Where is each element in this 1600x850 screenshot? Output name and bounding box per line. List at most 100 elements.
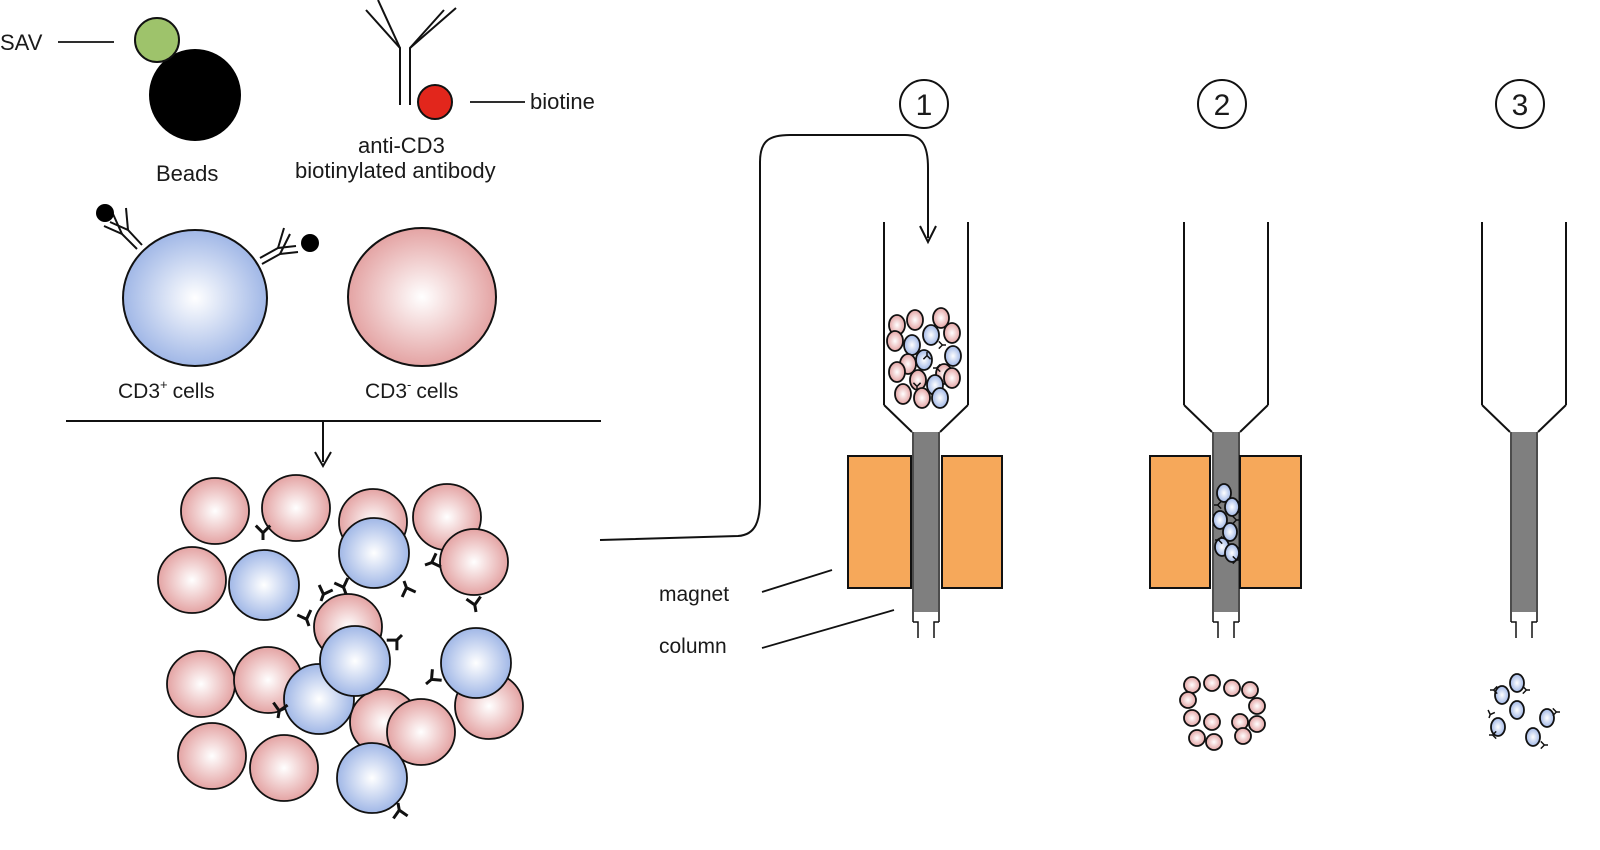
retained-cd3-positive-cells <box>1212 483 1241 565</box>
cd3-negative-cell <box>1179 691 1197 709</box>
funnel-left <box>1183 404 1213 433</box>
funnel-left <box>1481 404 1511 433</box>
cd3-positive-cell <box>336 742 408 814</box>
magnet-block-right <box>941 455 1003 589</box>
antibody-icon <box>938 340 947 350</box>
cd3-negative-cell <box>180 477 250 545</box>
cd3-positive-cell <box>944 345 962 367</box>
cd3-positive-cell <box>922 324 940 346</box>
antibody-icon <box>395 577 418 599</box>
cd3-negative-cell <box>906 309 924 331</box>
cd3-negative-cell <box>1183 676 1201 694</box>
antibody-icon <box>1522 685 1531 695</box>
column-matrix <box>1512 432 1536 612</box>
antibody-icon <box>385 628 409 652</box>
cd3-positive-cell <box>1216 483 1232 503</box>
step-2-label: 2 <box>1214 89 1231 122</box>
mixed-cell-population <box>157 474 524 820</box>
eluted-cd3-negative-cells <box>1179 674 1266 751</box>
cd3-positive-cell <box>1525 727 1541 747</box>
cd3-negative-cell <box>943 322 961 344</box>
antibody-icon <box>419 667 444 692</box>
cd3-positive-label: CD3+cells <box>118 377 215 403</box>
attached-antibody-right <box>259 227 299 265</box>
bead-with-sav: SAV Beads <box>0 17 241 186</box>
collected-cd3-positive-cells <box>1484 673 1561 750</box>
antibody-label-line1: anti-CD3 <box>358 133 445 158</box>
attached-bead-right <box>301 234 319 252</box>
cd3-negative-cell <box>386 698 456 766</box>
cd3-negative-cell <box>1234 727 1252 745</box>
antibody-icon <box>295 608 318 630</box>
cd3-negative-cell <box>943 367 961 389</box>
antibody-icon <box>1552 707 1561 717</box>
magnet-label: magnet <box>659 583 729 606</box>
column-label: column <box>659 635 727 658</box>
cd3-negative-cell <box>157 546 227 614</box>
column-pointer-line <box>761 609 895 649</box>
cd3-positive-cell <box>1509 673 1525 693</box>
biotin-sphere <box>417 84 453 120</box>
cd3-negative-cell <box>261 474 331 542</box>
step-number-1: 1 <box>899 79 949 129</box>
step-3-circle <box>1495 79 1545 129</box>
cd3-negative-cell <box>249 734 319 802</box>
sav-sphere <box>134 17 180 63</box>
cd3-positive-cell <box>1509 700 1525 720</box>
magnet-step-2 <box>1149 455 1302 589</box>
cd3-negative-cell <box>166 650 236 718</box>
column-step-1 <box>883 222 969 638</box>
cd3-positive-cell <box>915 349 933 371</box>
cd3-negative-cell <box>1203 713 1221 731</box>
cd3-positive-cell <box>1539 708 1555 728</box>
cd3-negative-cell <box>1188 729 1206 747</box>
cd3-positive-cell <box>1490 717 1506 737</box>
biotinylated-antibody: biotine anti-CD3 biotinylated antibody <box>295 0 595 183</box>
cd3-positive-cell <box>319 625 391 697</box>
magnet-step-1 <box>847 455 1003 589</box>
cd3-positive-cell <box>1224 497 1240 517</box>
cd3-positive-cell <box>338 517 410 589</box>
cd3-negative-label: CD3-cells <box>365 377 458 403</box>
cd3-positive-cell <box>931 387 949 409</box>
step-number-2: 2 <box>1197 79 1247 129</box>
magnet-pointer-line <box>761 569 833 593</box>
antibody-icon <box>1540 740 1549 750</box>
antibody-icon <box>421 551 443 574</box>
funnel-right <box>939 404 969 433</box>
step-2-circle <box>1197 79 1247 129</box>
cd3-negative-cell <box>1203 674 1221 692</box>
antibody-label-line2: biotinylated antibody <box>295 158 496 183</box>
magnet-block-left <box>847 455 912 589</box>
antibody-icon <box>365 0 457 105</box>
column-matrix <box>914 432 938 612</box>
column-step-3 <box>1481 222 1567 638</box>
cd3-negative-cell <box>1205 733 1223 751</box>
biotine-label: biotine <box>530 89 595 114</box>
funnel-right <box>1537 404 1567 433</box>
column-outlet <box>1213 621 1239 638</box>
down-arrow-icon <box>314 421 332 469</box>
step-3-label: 3 <box>1512 89 1529 122</box>
cd3-negative-cell <box>177 722 247 790</box>
cd3-negative-cell <box>1223 679 1241 697</box>
magnet-block-right <box>1239 455 1302 589</box>
column-outlet <box>913 621 939 638</box>
cd3-negative-cell <box>1241 681 1259 699</box>
cd3-negative-cell <box>1248 697 1266 715</box>
sav-label: SAV <box>0 30 43 55</box>
cd3-negative-cell <box>909 369 927 391</box>
cd3-negative-cell <box>886 330 904 352</box>
cd3-positive-cell: CD3+cells <box>96 204 319 403</box>
cd3-positive-cell <box>1224 543 1240 563</box>
step-1-circle <box>899 79 949 129</box>
funnel-right <box>1239 404 1269 433</box>
antibody-icon <box>254 524 272 542</box>
attached-antibody-left <box>103 207 143 250</box>
antibody-icon <box>464 595 485 615</box>
column-outlet <box>1511 621 1537 638</box>
cd3-positive-cell-body <box>122 229 268 367</box>
magnet-block-left <box>1149 455 1211 589</box>
